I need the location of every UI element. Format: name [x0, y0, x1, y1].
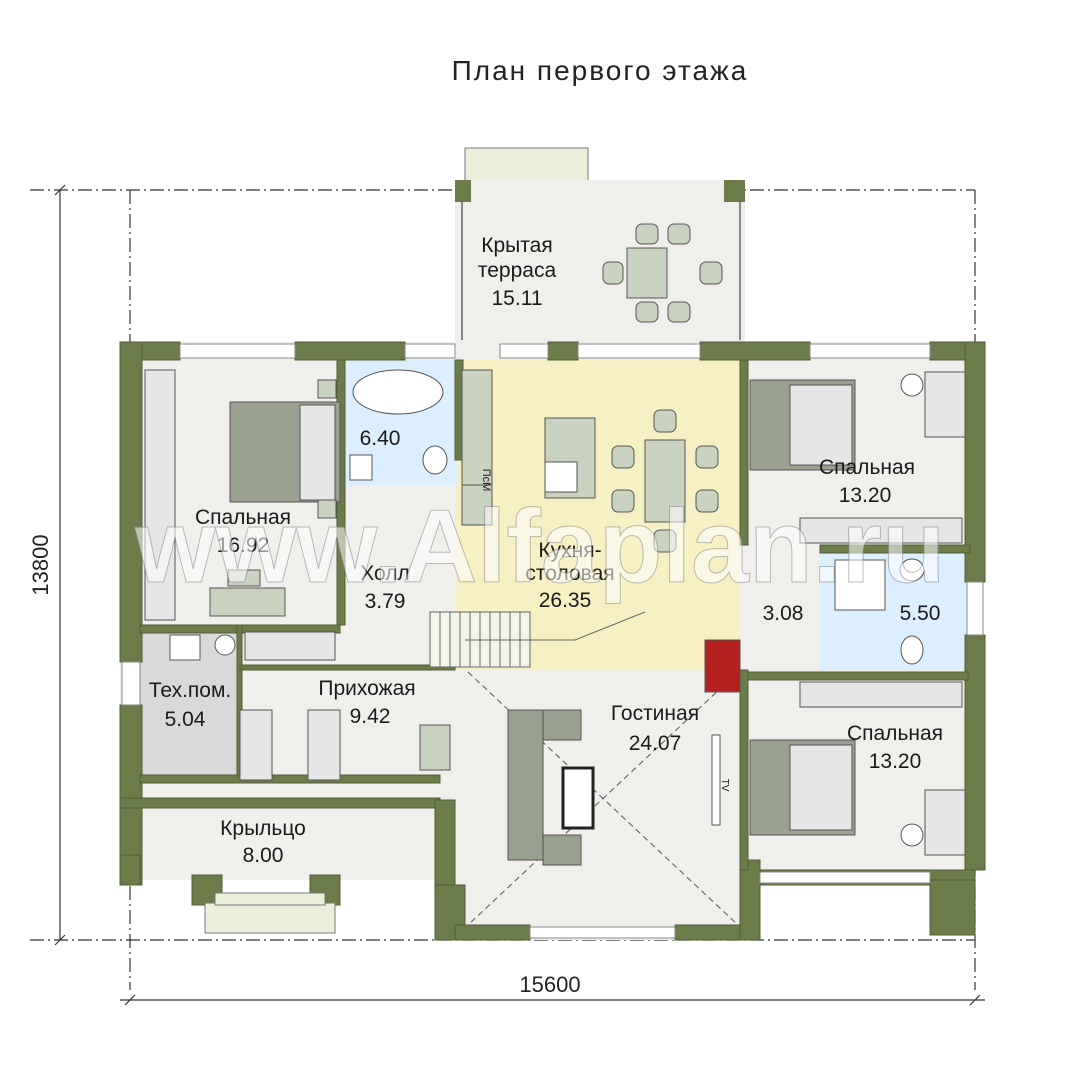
furniture — [144, 223, 966, 866]
room-labels: Крытая терраса 15.11 Спальная 16.92 6.40… — [149, 234, 943, 867]
hall-name: Холл — [360, 562, 410, 585]
hall-area: 3.79 — [365, 590, 406, 613]
terrace-name: Крытая — [481, 234, 552, 257]
tv-label: TV — [719, 779, 730, 792]
kitchen-area: 26.35 — [539, 589, 592, 612]
porch-name: Крыльцо — [220, 817, 306, 840]
kitchen-name: Кухня- — [538, 539, 601, 562]
watermark: www.Alfaplan.ru — [134, 489, 946, 605]
plan-title: План первого этажа — [452, 55, 749, 86]
width-dimension: 15600 — [519, 972, 580, 997]
kitchen-name-2: столовая — [525, 562, 614, 585]
bedroom-bottom-right-name: Спальная — [847, 722, 943, 745]
staircase — [429, 611, 646, 668]
porch-area: 8.00 — [243, 844, 284, 867]
living-area: 24.07 — [629, 732, 682, 755]
living-name: Гостиная — [611, 702, 699, 725]
height-dimension: 13800 — [28, 534, 53, 595]
terrace-area-value: 15.11 — [492, 287, 543, 310]
bedroom-top-right-area: 13.20 — [839, 484, 892, 507]
entrance-hall-area: 9.42 — [350, 705, 391, 728]
terrace-area — [455, 147, 745, 342]
corridor-area: 3.08 — [763, 602, 804, 625]
porch-steps — [204, 892, 336, 934]
bedroom-left-name: Спальная — [195, 506, 291, 529]
dishwasher-label: ПсМ — [480, 469, 492, 492]
windows — [121, 343, 984, 939]
tech-name: Тех.пом. — [149, 679, 232, 702]
tech-area: 5.04 — [165, 708, 206, 731]
bathroom-top-area: 6.40 — [360, 427, 401, 450]
bathroom-right-area: 5.50 — [900, 602, 941, 625]
entrance-hall-name: Прихожая — [318, 677, 415, 700]
bedroom-bottom-right-area: 13.20 — [869, 750, 922, 773]
walls — [119, 341, 986, 941]
terrace-name-2: терраса — [478, 259, 557, 282]
bedroom-top-right-name: Спальная — [819, 456, 915, 479]
bedroom-left-area: 16.92 — [217, 534, 270, 557]
